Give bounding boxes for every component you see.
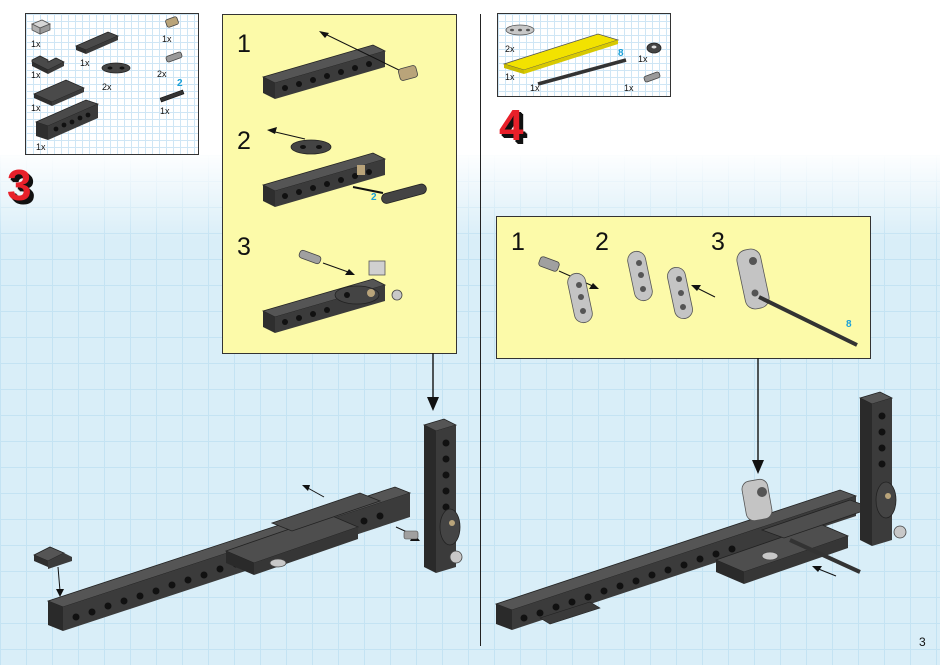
step3-parts-art — [31, 16, 185, 140]
substep-axle-length: 8 — [846, 319, 852, 330]
substep-number: 2 — [595, 228, 609, 256]
step3-axle-length: 2 — [177, 78, 183, 89]
step3-part-qty: 2x — [157, 69, 167, 79]
substep-number: 1 — [237, 30, 251, 58]
page-number: 3 — [919, 635, 926, 649]
step4-main-model — [494, 391, 907, 630]
step4-sub-assembly-callout: 1 2 3 8 — [496, 216, 871, 359]
step4-parts-box: 2x 8 1x 1x 1x 1x — [497, 13, 671, 97]
step4-part-qty: 1x — [505, 72, 515, 82]
step4-part-qty: 1x — [624, 83, 634, 93]
step4-part-qty: 1x — [638, 54, 648, 64]
step3-part-qty: 1x — [31, 39, 41, 49]
step3-part-qty: 1x — [160, 106, 170, 116]
step4-down-arrow — [752, 358, 764, 474]
step3-down-arrow — [427, 353, 439, 411]
step3-parts-box: 1x 1x 1x 1x 2x 2x 2 1x 1x 1x — [25, 13, 199, 155]
step3-part-qty: 1x — [162, 34, 172, 44]
page-divider — [480, 14, 481, 646]
substep-number: 2 — [237, 127, 251, 155]
step3-part-qty: 1x — [31, 103, 41, 113]
substep-number: 3 — [711, 228, 725, 256]
step4-part-qty: 2x — [505, 44, 515, 54]
step4-number: 4 — [499, 101, 524, 150]
step4-parts-art — [502, 24, 662, 86]
step4-axle-length: 8 — [618, 48, 624, 59]
step3-main-model — [33, 418, 463, 631]
step3-number: 3 — [7, 161, 32, 210]
step3-part-qty: 2x — [102, 82, 112, 92]
substep-axle-length: 2 — [371, 192, 377, 203]
step3-part-qty: 1x — [80, 58, 90, 68]
substep-number: 1 — [511, 228, 525, 256]
step3-sub-assembly-callout: 1 2 2 3 — [222, 14, 457, 354]
step3-part-qty: 1x — [31, 70, 41, 80]
step3-callout-art — [261, 31, 427, 333]
step3-part-qty: 1x — [36, 142, 46, 152]
step4-callout-art — [538, 248, 858, 347]
substep-number: 3 — [237, 233, 251, 261]
step4-part-qty: 1x — [530, 83, 540, 93]
